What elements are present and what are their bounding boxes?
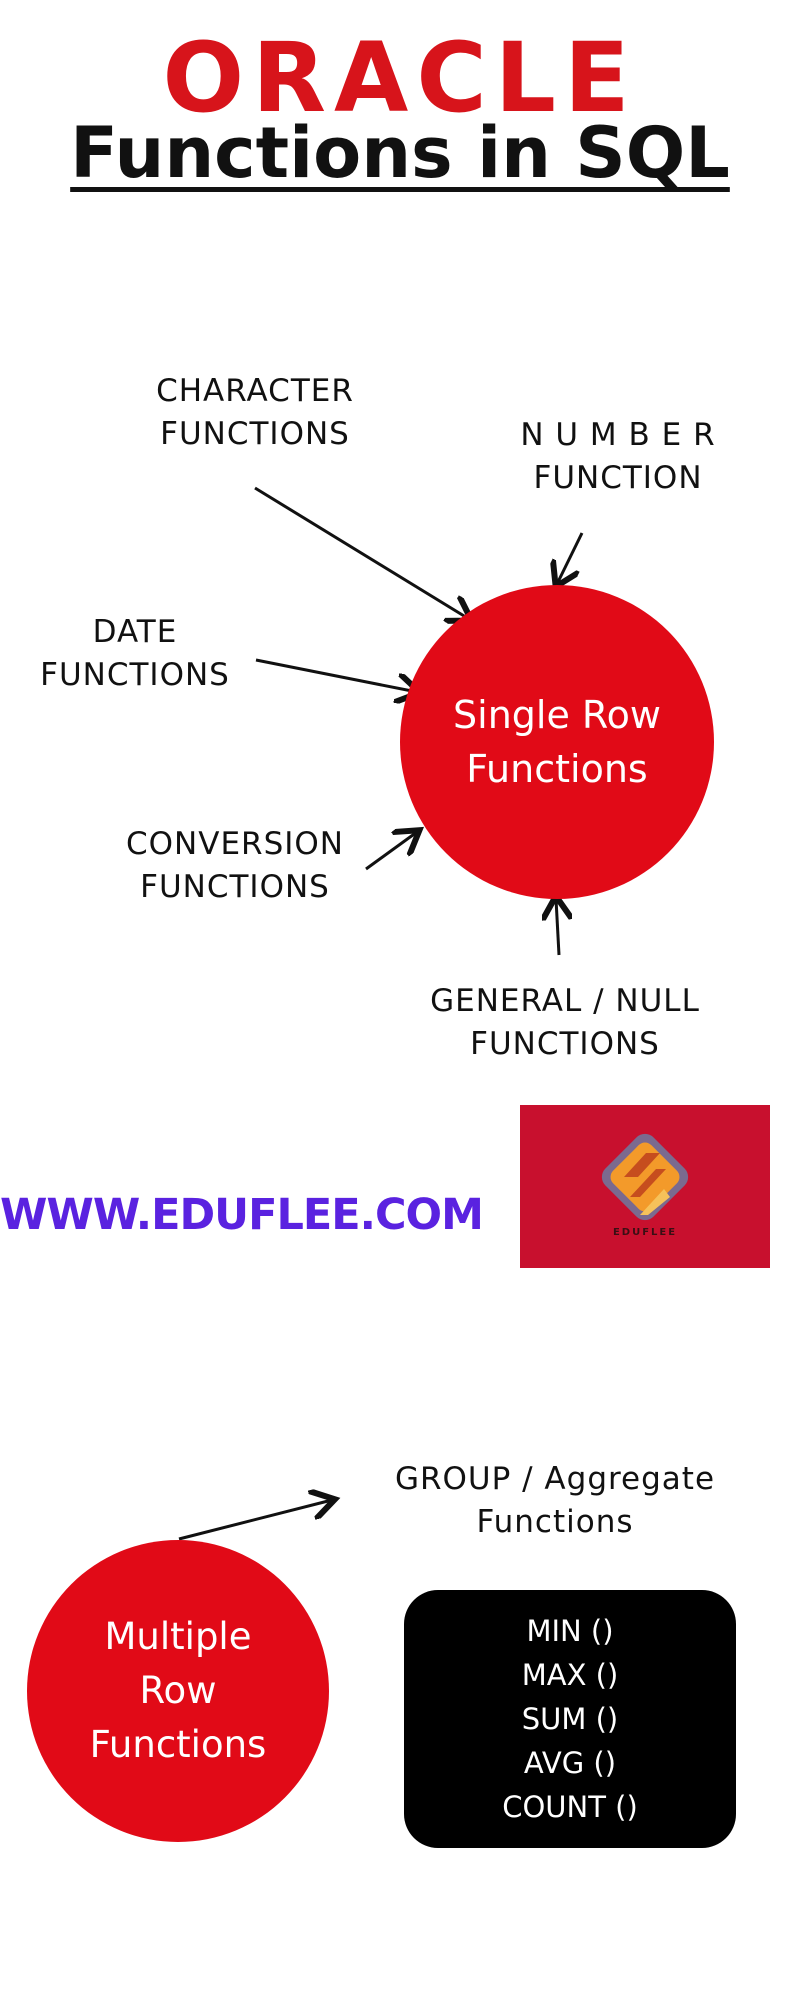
page-title: Functions in SQL — [70, 112, 730, 194]
aggregate-item: MIN () — [526, 1614, 614, 1648]
multiple-row-functions-circle: Multiple Row Functions — [27, 1540, 329, 1842]
arrow-group — [178, 1500, 332, 1541]
arrow-number — [557, 532, 584, 584]
label-group-aggregate-functions: GROUP / Aggregate Functions — [394, 1461, 716, 1540]
aggregate-functions-box: MIN () MAX () SUM () AVG () COUNT () — [404, 1590, 736, 1848]
label-conversion-functions: CONVERSION FUNCTIONS — [126, 826, 344, 905]
aggregate-item: COUNT () — [502, 1790, 638, 1824]
label-character-functions: CHARACTER FUNCTIONS — [156, 373, 354, 452]
label-number-function: N U M B E R FUNCTION — [520, 417, 716, 496]
eduflee-logo-text: EDUFLEE — [612, 1227, 678, 1238]
label-general-null-functions: GENERAL / NULL FUNCTIONS — [430, 983, 700, 1062]
label-date-functions: DATE FUNCTIONS — [40, 614, 230, 693]
eduflee-logo: EDUFLEE — [520, 1105, 770, 1268]
arrow-conversion — [365, 832, 417, 871]
single-row-functions-circle: Single Row Functions — [400, 585, 714, 899]
oracle-logo: ORACLE — [162, 22, 638, 134]
website-url: WWW.EDUFLEE.COM — [0, 1190, 484, 1240]
eduflee-logo-mark-icon — [601, 1133, 689, 1221]
arrow-general — [556, 899, 559, 956]
arrow-character — [254, 486, 469, 619]
aggregate-item: SUM () — [521, 1702, 619, 1736]
aggregate-item: AVG () — [523, 1746, 617, 1780]
aggregate-item: MAX () — [521, 1658, 619, 1692]
arrow-date — [255, 658, 417, 692]
